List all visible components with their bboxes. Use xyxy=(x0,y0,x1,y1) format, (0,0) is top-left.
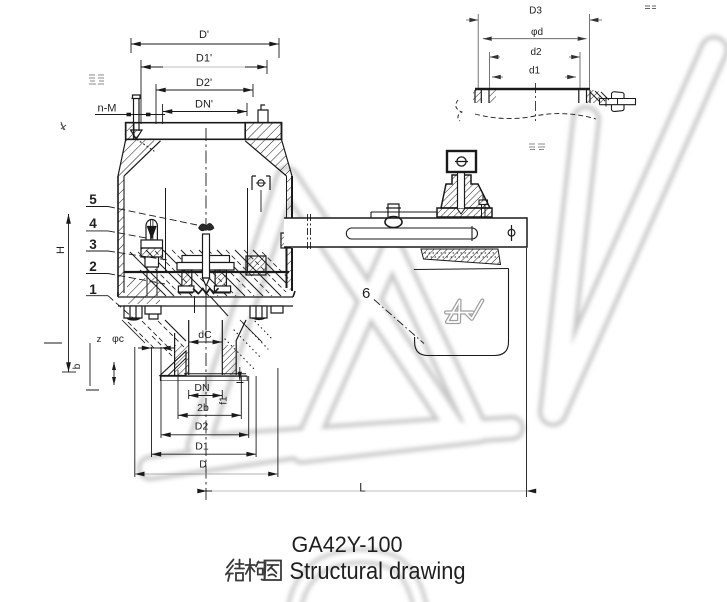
svg-text:dC: dC xyxy=(198,329,212,341)
svg-text:2: 2 xyxy=(89,259,97,274)
svg-text:b: b xyxy=(72,363,83,369)
svg-text:2b: 2b xyxy=(197,402,209,414)
svg-text:D3: D3 xyxy=(529,6,542,17)
svg-text:φd: φd xyxy=(531,27,543,38)
svg-text:D2: D2 xyxy=(195,421,209,433)
svg-text:D2': D2' xyxy=(196,77,212,89)
svg-text:n-M: n-M xyxy=(98,103,117,115)
svg-text:D1: D1 xyxy=(195,441,209,453)
svg-text:5: 5 xyxy=(89,192,97,207)
svg-text:6: 6 xyxy=(362,285,370,302)
svg-text:3: 3 xyxy=(89,237,97,252)
svg-text:DN': DN' xyxy=(195,99,213,111)
svg-text:φc: φc xyxy=(112,333,124,345)
svg-text:4: 4 xyxy=(89,216,97,231)
svg-text:Structural drawing: Structural drawing xyxy=(290,558,466,585)
svg-text:L: L xyxy=(359,483,366,495)
svg-text:H: H xyxy=(55,246,67,254)
svg-text:z: z xyxy=(97,334,102,345)
svg-text:GA42Y-100: GA42Y-100 xyxy=(292,532,403,557)
svg-text:DN: DN xyxy=(194,382,209,394)
svg-text:D': D' xyxy=(199,29,209,41)
svg-text:D1': D1' xyxy=(196,53,212,65)
svg-text:f1: f1 xyxy=(219,396,230,405)
svg-text:d1: d1 xyxy=(529,66,541,77)
svg-text:d2: d2 xyxy=(530,47,542,58)
svg-text:D: D xyxy=(199,459,207,471)
svg-text:1: 1 xyxy=(89,282,97,297)
